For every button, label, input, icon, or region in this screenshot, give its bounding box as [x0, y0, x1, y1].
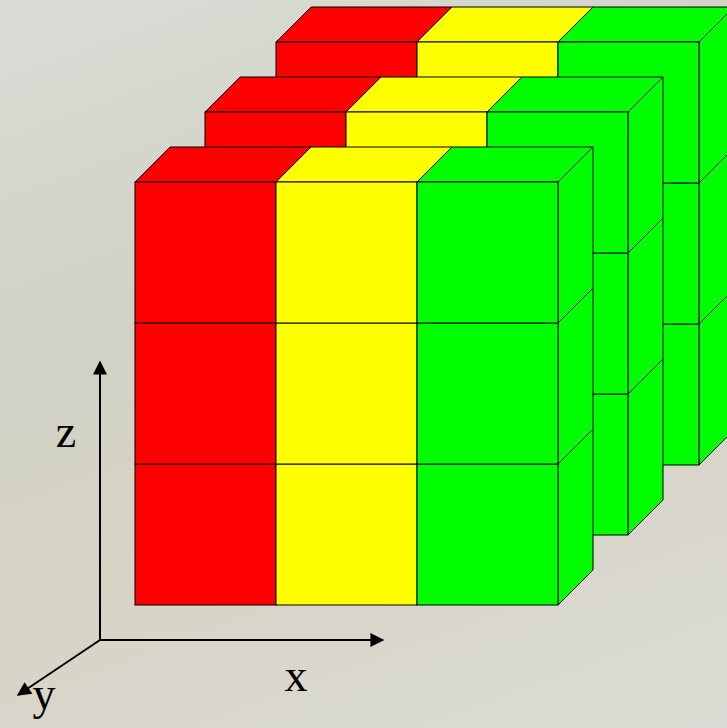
cube [417, 148, 593, 324]
cube-front-face [135, 323, 276, 464]
cube-top-face [558, 7, 727, 42]
cube [417, 147, 593, 323]
cube-front-face [417, 182, 558, 323]
axis-label: z [56, 409, 76, 455]
cube-front-face [417, 323, 558, 464]
cube-front-face [417, 324, 558, 465]
cube-grid [135, 7, 727, 605]
axis-label: y [33, 671, 56, 717]
cube-front-face [417, 183, 558, 324]
cube-front-face [276, 182, 417, 323]
axis-arrow [100, 639, 383, 641]
axis-arrow [18, 640, 100, 695]
cube-front-face [276, 323, 417, 464]
cube-front-face [276, 464, 417, 605]
cube-top-face [487, 77, 663, 112]
cube-front-face [135, 182, 276, 323]
axis-arrow [99, 362, 101, 640]
cube-front-face [276, 324, 417, 465]
axes [18, 362, 383, 695]
cube-front-face [417, 464, 558, 605]
cube-top-face [417, 147, 593, 182]
cube-front-face [276, 183, 417, 324]
axis-label: x [285, 653, 308, 699]
cube-front-face [135, 464, 276, 605]
